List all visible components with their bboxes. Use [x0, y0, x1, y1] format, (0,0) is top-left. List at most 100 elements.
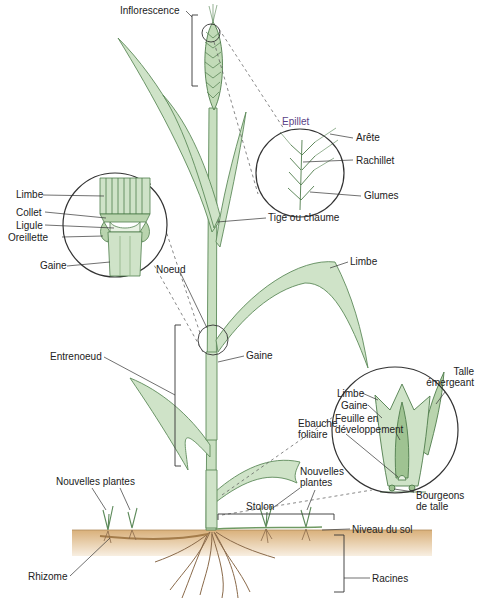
- part-label: Bourgeons de talle: [416, 490, 476, 512]
- leaf-blade: [216, 112, 246, 247]
- stem: [120, 236, 130, 276]
- part-label: Stolon: [246, 501, 274, 512]
- root: [182, 533, 208, 598]
- leader-line: [322, 529, 350, 530]
- leaf-blade: [130, 378, 210, 470]
- part-label: Oreillette: [8, 232, 48, 243]
- part-label: Rhizome: [28, 571, 67, 582]
- leader-line: [217, 218, 266, 222]
- leader-line: [330, 134, 353, 138]
- leader-line: [67, 262, 110, 266]
- leaf-blade: [215, 460, 300, 502]
- leader-line: [270, 488, 315, 510]
- leaf-blade: [216, 262, 368, 368]
- root: [104, 529, 310, 543]
- part-label: Nouvelles plantes: [56, 476, 135, 487]
- rhizome: [100, 534, 208, 539]
- part-label: Epillet: [282, 116, 309, 127]
- part-label: Gaine: [40, 260, 67, 271]
- awn: [280, 128, 338, 170]
- roots: [155, 532, 275, 598]
- part-label: Gaine: [341, 400, 368, 411]
- part-label: Racines: [372, 573, 408, 584]
- leaf-primordium: [398, 476, 406, 481]
- zoom-line: [214, 42, 258, 194]
- leader-line: [104, 357, 175, 395]
- stem: [206, 108, 217, 530]
- leader-line: [436, 392, 445, 404]
- shoot: [128, 508, 137, 528]
- leader-line: [45, 225, 114, 228]
- part-label: Limbe: [16, 189, 43, 200]
- leader-line: [362, 393, 378, 400]
- leaf-sheath: [206, 470, 217, 528]
- zoom-line: [222, 490, 372, 515]
- leaves: [118, 38, 368, 528]
- part-label: Niveau du sol: [352, 524, 413, 535]
- leaf-sheath: [206, 352, 217, 440]
- ligule: [110, 222, 140, 232]
- shoot: [301, 507, 311, 527]
- inset-circle: Epillet: [255, 128, 345, 218]
- leader-line: [43, 195, 104, 196]
- leaf-veins: [106, 178, 142, 214]
- leader-line: [303, 160, 353, 162]
- circle-outline: [256, 129, 344, 217]
- leader-line: [330, 262, 348, 268]
- collar: [100, 214, 150, 222]
- sheath: [108, 232, 142, 276]
- shoot: [103, 506, 113, 530]
- leader-line: [346, 434, 398, 477]
- circle-outline: [255, 128, 345, 218]
- developing-leaf: [395, 402, 409, 478]
- awns: [209, 4, 217, 22]
- floret: [289, 142, 315, 185]
- leader-line: [186, 11, 192, 17]
- zoom-line: [154, 265, 203, 352]
- part-label: Ligule: [16, 220, 43, 231]
- part-label: Arête: [356, 132, 380, 143]
- leader-line: [310, 192, 361, 196]
- part-label: Limbe: [350, 256, 377, 267]
- leader-line: [62, 236, 103, 237]
- part-label: Talle émergeant: [420, 366, 474, 388]
- internode-bracket: [175, 325, 181, 466]
- leader-line: [180, 272, 207, 328]
- part-label: Collet: [16, 207, 42, 218]
- leader-line: [218, 356, 244, 362]
- part-label: Nouvelles plantes: [300, 466, 350, 488]
- leaf-blade: [100, 178, 150, 214]
- inset-background: [256, 128, 344, 216]
- part-label: Gaine: [246, 350, 273, 361]
- root: [200, 532, 212, 595]
- stolon-bracket: [218, 514, 334, 520]
- glume: [288, 186, 314, 200]
- leader-line: [70, 538, 110, 576]
- small-roots: [104, 529, 310, 543]
- part-label: Inflorescence: [120, 5, 179, 16]
- root: [216, 532, 275, 558]
- leader-line: [45, 212, 106, 218]
- part-label: Entrenoeud: [50, 351, 102, 362]
- sheath: [375, 384, 430, 486]
- leader-lines: [43, 11, 445, 578]
- brackets: [175, 15, 344, 592]
- part-label: Feuille en développement: [335, 413, 407, 435]
- part-label: Rachillet: [356, 155, 394, 166]
- part-label: Noeud: [156, 264, 185, 275]
- tiller-bud: [389, 485, 395, 491]
- collar-detail: [100, 178, 150, 276]
- zoom-line: [219, 29, 284, 129]
- inset-circle: [63, 173, 167, 277]
- roots-bracket: [334, 535, 344, 592]
- root: [215, 533, 238, 598]
- leader-line: [344, 578, 370, 579]
- part-label: Tige ou chaume: [268, 212, 339, 223]
- leader-line: [92, 488, 130, 510]
- leaf-blade: [163, 95, 220, 228]
- part-label: Ebauche foliaire: [298, 418, 348, 440]
- inflorescence-bracket: [192, 15, 198, 86]
- part-label: Limbe: [337, 388, 364, 399]
- part-label: Glumes: [364, 190, 398, 201]
- stolon: [216, 527, 322, 529]
